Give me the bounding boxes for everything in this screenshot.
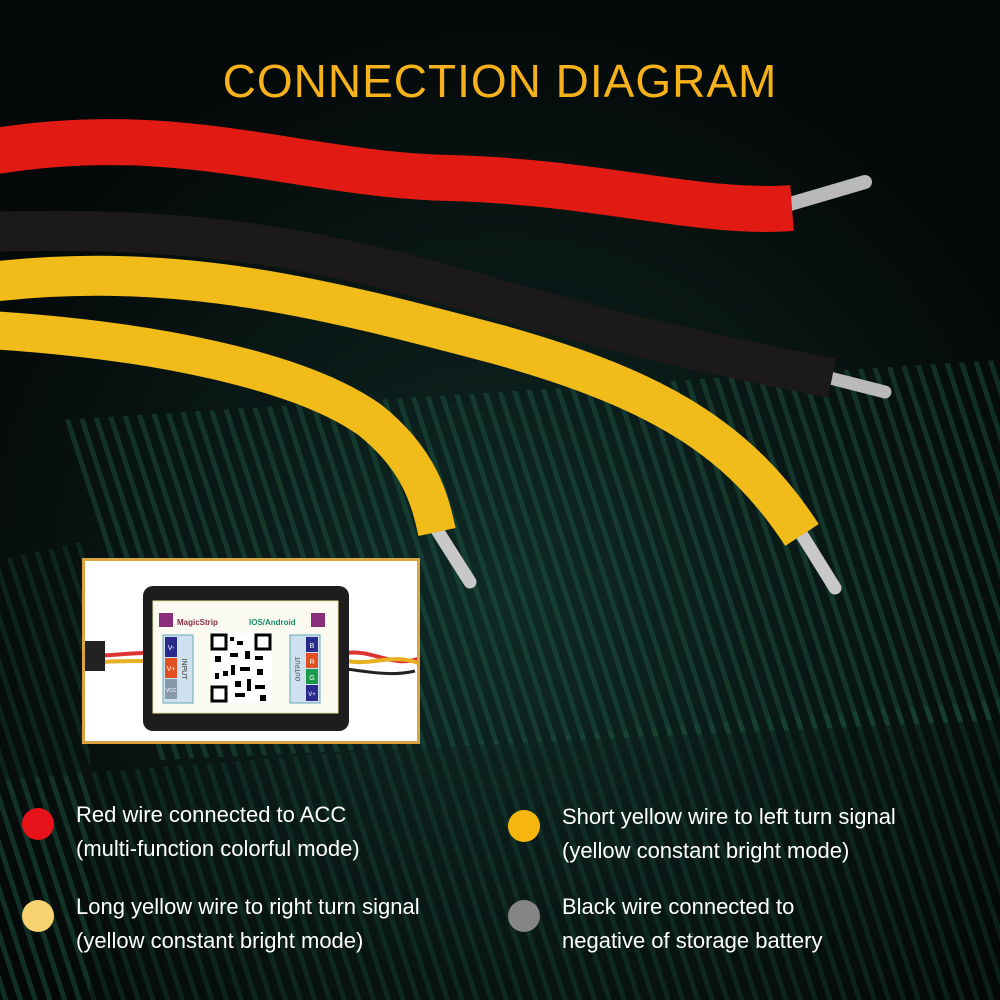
legend-long-yellow-wire: Long yellow wire to right turn signal (ye…: [22, 890, 420, 958]
legend-line: Long yellow wire to right turn signal: [76, 894, 420, 919]
light-yellow-dot-icon: [22, 900, 54, 932]
device-photo: MagicStrip IOS/Android V- V+ VCC INPUT B…: [82, 558, 426, 744]
qr-code: [210, 633, 272, 703]
gray-dot-icon: [508, 900, 540, 932]
short-yellow-wire: [0, 311, 477, 589]
long-yellow-wire: [0, 255, 842, 595]
platform-label: IOS/Android: [249, 618, 296, 627]
input-pin-v-minus: V-: [168, 645, 175, 652]
legend-short-yellow-wire: Short yellow wire to left turn signal (ye…: [508, 800, 896, 868]
output-label: OUTPUT: [296, 656, 302, 681]
legend-line: Red wire connected to ACC: [76, 802, 347, 827]
input-pin-vcc: VCC: [166, 688, 177, 694]
orange-yellow-dot-icon: [508, 810, 540, 842]
legend-line: (multi-function colorful mode): [76, 836, 360, 861]
legend-line: (yellow constant bright mode): [76, 928, 364, 953]
page-title: CONNECTION DIAGRAM: [222, 55, 778, 107]
legend-line: Black wire connected to: [562, 894, 795, 919]
red-dot-icon: [22, 808, 54, 840]
controller-module-image: MagicStrip IOS/Android V- V+ VCC INPUT B…: [84, 586, 426, 731]
legend-line: Short yellow wire to left turn signal: [562, 804, 896, 829]
legend-line: negative of storage battery: [562, 928, 823, 953]
legend-line: (yellow constant bright mode): [562, 838, 850, 863]
legend-black-wire: Black wire connected to negative of stora…: [508, 890, 823, 958]
legend-red-wire: Red wire connected to ACC (multi-function…: [22, 798, 360, 866]
brand-label: MagicStrip: [177, 618, 218, 627]
output-pin-r: R: [309, 659, 314, 666]
red-wire: [0, 119, 872, 232]
black-wire: [0, 210, 892, 399]
input-pin-v-plus: V+: [167, 666, 176, 673]
output-pin-b: B: [310, 643, 315, 650]
output-pin-g: G: [309, 675, 314, 682]
output-pin-v-plus: V+: [308, 692, 316, 698]
input-label: INPUT: [180, 659, 187, 681]
